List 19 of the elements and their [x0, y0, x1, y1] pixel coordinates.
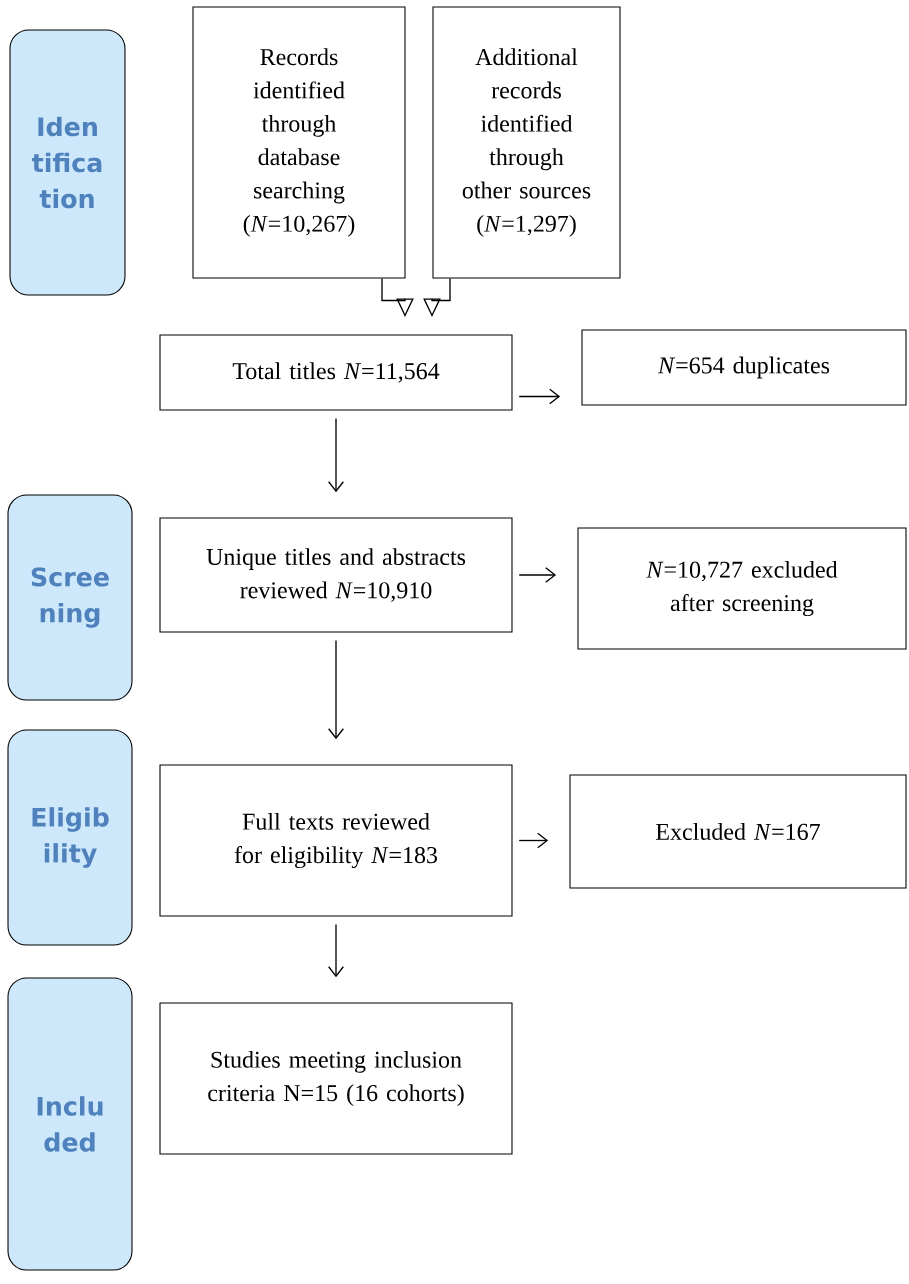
arrow	[328, 639, 344, 740]
process-box: Excluded N=167	[569, 774, 907, 889]
arrow	[518, 388, 561, 405]
arrow	[328, 923, 344, 978]
process-box: Total titles N=11,564	[159, 334, 513, 411]
arrow	[328, 417, 344, 493]
process-box: Studies meeting inclusion criteria N=15 (16 cohorts)	[159, 1002, 513, 1155]
process-box: Records identified through database searching (N=10,267)	[192, 6, 406, 279]
process-box: Unique titles and abstracts reviewed N=10,910	[159, 517, 513, 633]
process-box: N=10,727 excluded after screening	[577, 527, 907, 650]
stage-band: Iden tifica tion	[9, 29, 126, 296]
process-box: N=654 duplicates	[581, 329, 907, 406]
arrow	[518, 832, 549, 849]
arrow	[518, 567, 557, 583]
stage-band: Eligib ility	[7, 729, 133, 946]
process-box: Additional records identified through other sources (N=1,297)	[432, 6, 621, 279]
stage-band: Inclu ded	[7, 977, 133, 1271]
stage-band: Scree ning	[7, 494, 133, 701]
process-box: Full texts reviewed for eligibility N=183	[159, 764, 513, 917]
